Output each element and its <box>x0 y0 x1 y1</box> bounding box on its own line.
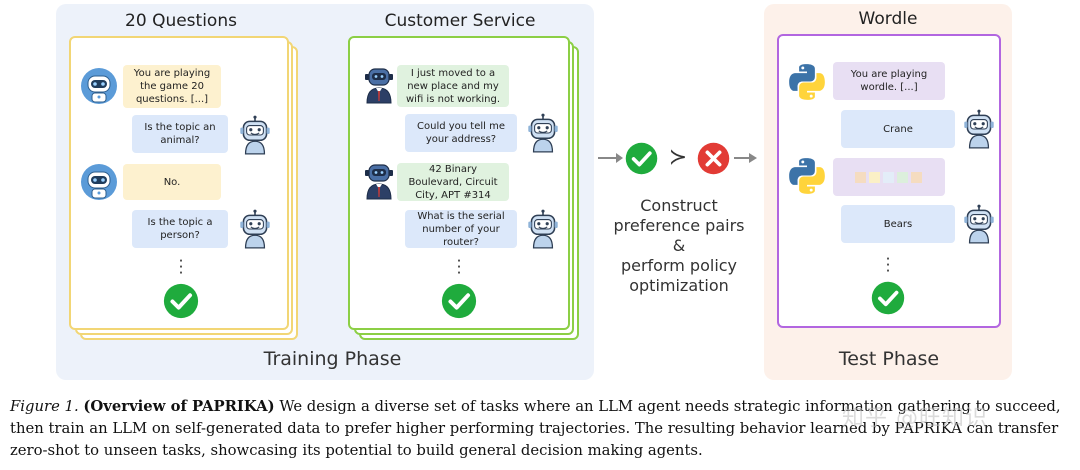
agent-avatar-icon <box>234 114 276 156</box>
check-icon <box>870 280 906 316</box>
figure-caption: Figure 1. (Overview of PAPRIKA) We desig… <box>10 396 1076 462</box>
caption-line: zero-shot to unseen tasks, showcasing it… <box>10 442 703 459</box>
chat-bubble: No. <box>123 164 221 200</box>
human-agent-icon <box>359 64 399 106</box>
ellipsis-vertical: ··· <box>178 252 184 282</box>
robot-avatar-icon <box>79 66 119 106</box>
customer-service-title: Customer Service <box>384 11 536 31</box>
check-icon <box>440 282 478 320</box>
chat-bubble: Could you tell me your address? <box>405 114 517 152</box>
chat-bubble: Crane <box>841 110 955 148</box>
flow-text-line: perform policy <box>620 256 738 275</box>
caption-line: Figure 1. (Overview of PAPRIKA) We desig… <box>10 396 1076 418</box>
training-phase-label: Training Phase <box>263 348 402 370</box>
caption-line: then train an LLM on self-generated data… <box>10 420 1059 437</box>
agent-avatar-icon <box>958 203 1000 245</box>
chat-bubble: Bears <box>841 205 955 243</box>
feedback-square <box>897 172 908 183</box>
flow-arrow-head <box>616 153 623 163</box>
human-agent-icon <box>359 160 399 202</box>
chat-bubble: Is the topic an animal? <box>132 115 228 153</box>
flow-description: Construct preference pairs & perform pol… <box>604 196 754 296</box>
prefers-symbol: ≻ <box>668 145 688 170</box>
ellipsis-vertical: ··· <box>456 252 462 282</box>
feedback-square <box>855 172 866 183</box>
caption-title: (Overview of PAPRIKA) <box>83 398 275 415</box>
chat-bubble: 42 Binary Boulevard, Circuit City, APT #… <box>397 163 509 201</box>
agent-avatar-icon <box>522 208 564 250</box>
feedback-square <box>911 172 922 183</box>
agent-avatar-icon <box>522 112 564 154</box>
test-phase-label: Test Phase <box>838 348 940 370</box>
chat-bubble: You are playing wordle. [...] <box>833 62 945 100</box>
preference-flow <box>598 141 757 176</box>
robot-avatar-icon <box>79 162 119 202</box>
figure-label: Figure 1. <box>10 398 79 415</box>
twenty-questions-title: 20 Questions <box>125 11 237 31</box>
watermark: 知乎 @旺知识 <box>842 406 988 431</box>
agent-avatar-icon <box>234 208 276 250</box>
cross-icon <box>696 141 731 176</box>
feedback-square <box>883 172 894 183</box>
python-icon <box>786 61 828 103</box>
agent-avatar-icon <box>958 108 1000 150</box>
caption-text: We design a diverse set of tasks where a… <box>274 398 1061 415</box>
flow-text-line: Construct <box>640 196 718 215</box>
flow-text-line: & <box>672 236 686 255</box>
flow-text-line: optimization <box>629 276 729 295</box>
chat-bubble: You are playing the game 20 questions. [… <box>123 65 221 108</box>
feedback-square <box>869 172 880 183</box>
chat-bubble: Is the topic a person? <box>132 210 228 248</box>
flow-text-line: preference pairs <box>613 216 745 235</box>
check-icon <box>162 282 200 320</box>
flow-arrow-head <box>749 153 757 163</box>
check-icon <box>624 141 659 176</box>
chat-bubble: What is the serial number of your router… <box>405 210 517 248</box>
wordle-title: Wordle <box>858 9 918 29</box>
python-icon <box>786 155 828 197</box>
ellipsis-vertical: ··· <box>885 250 891 280</box>
chat-bubble: I just moved to a new place and my wifi … <box>397 65 509 107</box>
